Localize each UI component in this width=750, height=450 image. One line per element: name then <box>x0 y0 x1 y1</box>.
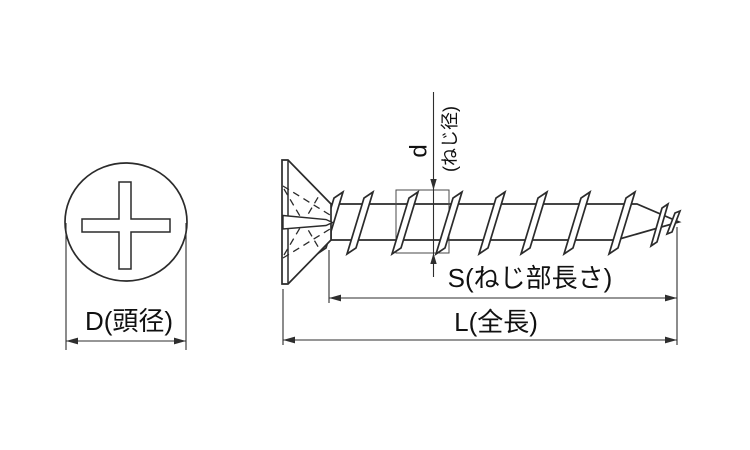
thread-flight-tip <box>649 202 670 248</box>
recess-slot <box>282 214 335 230</box>
side-view: d (ねじ径) S(ねじ部長さ) L(全長) <box>281 92 682 345</box>
thread-flight <box>607 189 637 257</box>
phillips-cross-recess-icon <box>81 181 171 270</box>
arrowhead-left-icon <box>329 294 341 302</box>
arrowhead-left-icon <box>283 336 295 344</box>
arrowhead-right-icon <box>665 294 677 302</box>
dimension-d-thread-diameter: d (ねじ径) <box>406 92 460 277</box>
dimension-s-thread-length: S(ねじ部長さ) <box>328 227 678 345</box>
hidden-recess-line <box>282 185 331 216</box>
thread-flight <box>519 189 549 257</box>
total-length-label: L(全長) <box>454 307 538 337</box>
arrowhead-up-icon <box>430 253 437 264</box>
thread-flight <box>390 189 420 257</box>
dimension-d-head-diameter: D(頭径) <box>65 223 187 350</box>
thread-length-label: S(ねじ部長さ) <box>448 263 613 293</box>
arrowhead-right-icon <box>174 337 186 345</box>
head-diameter-label: D(頭径) <box>85 306 173 336</box>
dimension-l-total-length: L(全長) <box>282 289 677 345</box>
front-view: D(頭径) <box>64 162 188 350</box>
arrowhead-down-icon <box>430 179 437 190</box>
thread-flight <box>562 189 592 257</box>
thread-flight <box>345 189 375 257</box>
thread-diameter-symbol: d <box>406 144 433 157</box>
screw-head-outline <box>64 162 188 282</box>
thread-flight <box>477 189 507 257</box>
thread-flight <box>434 189 464 257</box>
thread-diameter-name: (ねじ径) <box>440 106 460 172</box>
thread-flight-point <box>665 209 682 236</box>
countersunk-head <box>281 159 335 285</box>
arrowhead-right-icon <box>665 336 677 344</box>
arrowhead-left-icon <box>66 337 78 345</box>
hidden-recess-line <box>282 228 331 259</box>
